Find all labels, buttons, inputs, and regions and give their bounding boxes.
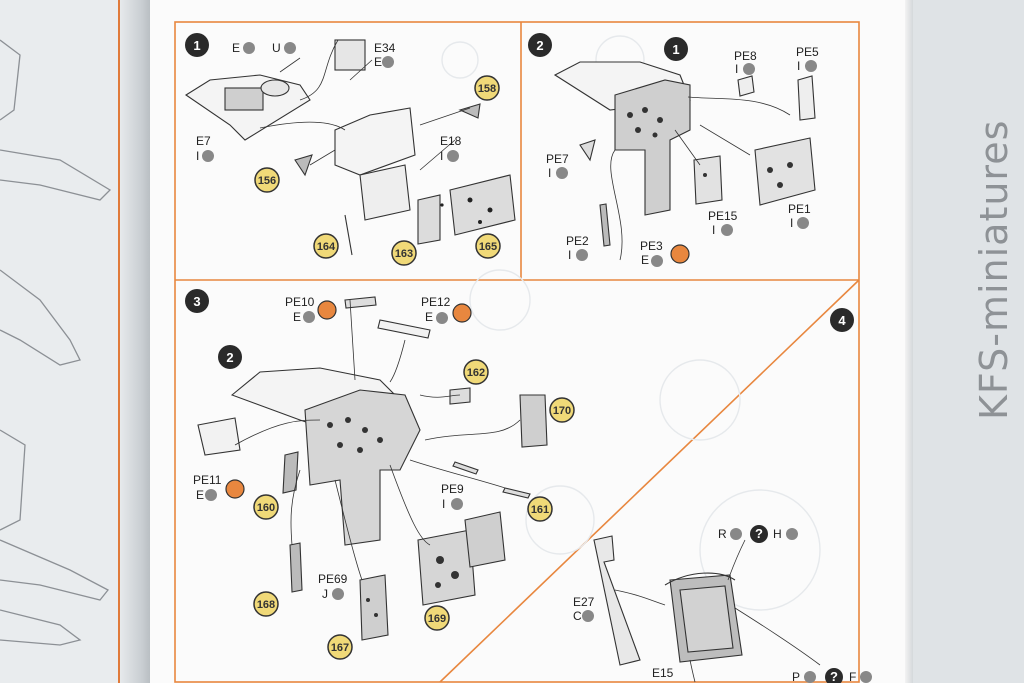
- step4-label-f: F: [849, 670, 856, 683]
- step3-label-pe12-sprue: E: [425, 310, 433, 324]
- step3-badge: [185, 289, 209, 313]
- step2-label-pe1: PE1: [788, 202, 811, 216]
- step2-badge: [528, 33, 552, 57]
- step2-label-pe3-sprue: E: [641, 253, 649, 267]
- pe10-orange-badge: [317, 300, 337, 320]
- step4-badge: [830, 308, 854, 332]
- step2-label-pe2-sprue: I: [568, 248, 571, 262]
- step4-label-r: R: [718, 527, 727, 541]
- left-page-frame: [118, 0, 120, 683]
- step2-label-pe5: PE5: [796, 45, 819, 59]
- step3-sub-badge: [218, 345, 242, 369]
- paint-chip: 169: [428, 613, 446, 625]
- step2-label-pe7: PE7: [546, 152, 569, 166]
- paint-chip: 160: [257, 502, 275, 514]
- step1-label-e18: E18: [440, 134, 462, 148]
- step2-number: 2: [536, 38, 543, 53]
- step4-label-e27: E27: [573, 595, 595, 609]
- step2-label-pe8-sprue: I: [735, 62, 738, 76]
- left-page: [0, 0, 150, 683]
- step1-label-e7-sprue: I: [196, 149, 199, 163]
- step3-label-pe9: PE9: [441, 482, 464, 496]
- step2-label-pe7-sprue: I: [548, 166, 551, 180]
- step2-sub-badge: [664, 37, 688, 61]
- step3-number: 3: [193, 294, 200, 309]
- pe11-orange-badge: [225, 479, 245, 499]
- step3-paint-chips: 162 170 160 161 168 169 167: [253, 359, 575, 660]
- step1-label-e34-sprue: E: [374, 55, 382, 69]
- step2-label-pe15: PE15: [708, 209, 738, 223]
- paint-chip: 165: [479, 241, 497, 253]
- paint-chip: 170: [553, 405, 571, 417]
- step3-sub-number: 2: [226, 350, 233, 365]
- step2-label-pe15-sprue: I: [712, 223, 715, 237]
- paint-chip: 168: [257, 599, 275, 611]
- paint-chip: 156: [258, 175, 276, 187]
- paint-chip: 161: [531, 504, 549, 516]
- step4-label-e15: E15: [652, 666, 674, 680]
- paint-chip: 167: [331, 642, 349, 654]
- step3-label-pe11: PE11: [193, 473, 222, 487]
- pe12-orange-badge: [452, 303, 472, 323]
- step2-label-pe3: PE3: [640, 239, 663, 253]
- step3-label-pe9-sprue: I: [442, 497, 445, 511]
- step2: 2 1 PE8 I PE5 I PE7 I PE15 I PE: [528, 33, 819, 267]
- step2-sub-number: 1: [672, 42, 679, 57]
- step3-label-pe10: PE10: [285, 295, 315, 309]
- step1-label-u: U: [272, 41, 281, 55]
- step2-label-pe5-sprue: I: [797, 59, 800, 73]
- step2-label-pe2: PE2: [566, 234, 589, 248]
- step3-label-pe10-sprue: E: [293, 310, 301, 324]
- watermark: KFS-miniatures: [972, 119, 1016, 420]
- step4-label-p: P: [792, 670, 800, 683]
- paint-chip: 163: [395, 248, 413, 260]
- step3-label-pe12: PE12: [421, 295, 451, 309]
- step-frames: [174, 21, 860, 683]
- paint-chip: 164: [317, 241, 336, 253]
- step4-label-q2: ?: [830, 669, 838, 683]
- step3-label-pe69: PE69: [318, 572, 348, 586]
- pe3-orange-badge: [670, 244, 690, 264]
- step1-label-e18-sprue: I: [440, 149, 443, 163]
- step1-label-e34: E34: [374, 41, 396, 55]
- step4-label-h: H: [773, 527, 782, 541]
- step1-paint-chips: 158 156 164 163 165: [254, 75, 501, 266]
- step4-label-q1: ?: [755, 526, 763, 541]
- question-badge: [750, 525, 768, 543]
- question-badge: [825, 668, 843, 683]
- step4-label-e27-sprue: C: [573, 609, 582, 623]
- paint-chip: 162: [467, 367, 485, 379]
- step3: 3 2 PE10 E PE12: [185, 289, 575, 660]
- step2-label-pe8: PE8: [734, 49, 757, 63]
- step3-label-pe11-sprue: E: [196, 488, 204, 502]
- left-page-drawings: [0, 39, 112, 646]
- step1-badge: [185, 33, 209, 57]
- step1: 1 E U E34 E E7 I E18 I: [184, 33, 516, 266]
- step2-label-pe1-sprue: I: [790, 216, 793, 230]
- step1-number: 1: [193, 38, 200, 53]
- paint-chip: 158: [478, 83, 496, 95]
- step4-number: 4: [838, 313, 846, 328]
- step3-label-pe69-sprue: J: [322, 587, 328, 601]
- step1-label-e: E: [232, 41, 240, 55]
- step1-label-e7: E7: [196, 134, 211, 148]
- step4: 4 R ? H E27 C E15 P ? F: [573, 308, 872, 683]
